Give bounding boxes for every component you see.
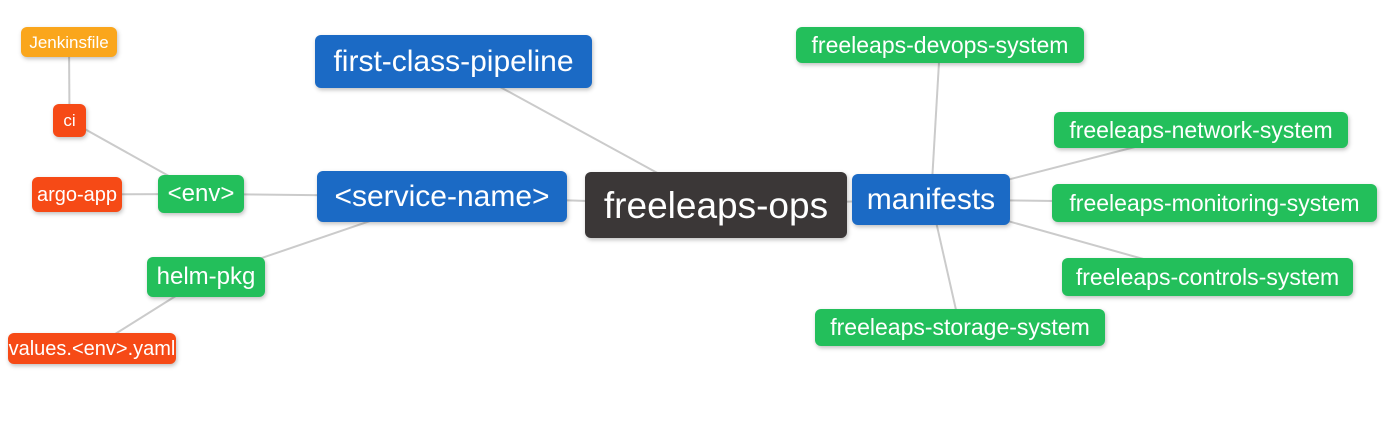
node-jenkinsfile[interactable]: Jenkinsfile — [21, 27, 117, 57]
node-service-name[interactable]: <service-name> — [317, 171, 567, 222]
node-freeleaps-storage-system[interactable]: freeleaps-storage-system — [815, 309, 1105, 346]
node-freeleaps-network-system[interactable]: freeleaps-network-system — [1054, 112, 1348, 148]
node-label: freeleaps-ops — [603, 184, 829, 226]
node-values-env-yaml[interactable]: values.<env>.yaml — [8, 333, 176, 364]
node-label: ci — [63, 111, 76, 130]
node-freeleaps-devops-system[interactable]: freeleaps-devops-system — [796, 27, 1084, 63]
node-freeleaps-controls-system[interactable]: freeleaps-controls-system — [1062, 258, 1353, 296]
node-freeleaps-monitoring-system[interactable]: freeleaps-monitoring-system — [1052, 184, 1377, 222]
node-label: freeleaps-storage-system — [830, 314, 1090, 340]
node-ci[interactable]: ci — [53, 104, 86, 137]
node-env[interactable]: <env> — [158, 175, 244, 213]
node-label: values.<env>.yaml — [8, 337, 176, 360]
node-manifests[interactable]: manifests — [852, 174, 1010, 225]
node-label: freeleaps-controls-system — [1075, 263, 1340, 290]
edge-manifests--freeleaps-devops-system — [930, 44, 941, 200]
node-label: freeleaps-devops-system — [811, 31, 1069, 58]
node-freeleaps-ops[interactable]: freeleaps-ops — [585, 172, 847, 238]
node-argo-app[interactable]: argo-app — [32, 177, 122, 212]
node-helm-pkg[interactable]: helm-pkg — [147, 257, 265, 297]
node-label: freeleaps-network-system — [1069, 116, 1333, 143]
node-label: Jenkinsfile — [29, 32, 109, 52]
node-label: helm-pkg — [156, 263, 256, 290]
node-label: <env> — [167, 180, 235, 207]
node-label: freeleaps-monitoring-system — [1069, 189, 1360, 216]
node-label: argo-app — [36, 183, 118, 206]
node-label: first-class-pipeline — [333, 44, 574, 78]
node-first-class-pipeline[interactable]: first-class-pipeline — [315, 35, 592, 88]
node-label: manifests — [866, 182, 996, 216]
node-label: <service-name> — [334, 179, 550, 213]
